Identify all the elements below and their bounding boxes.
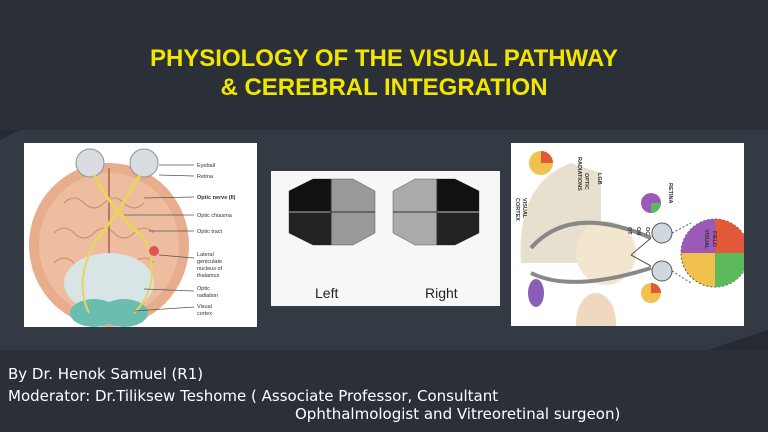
label-lgb: LGB bbox=[596, 173, 602, 185]
pathway-schematic-figure: OPTIC RADIATIONS LGB VISUAL CORTEX OT ON… bbox=[511, 143, 744, 326]
label-cortex: CORTEX bbox=[514, 198, 520, 221]
label-optic-radiation-1: Optic bbox=[197, 286, 210, 292]
label-radiations: RADIATIONS bbox=[576, 157, 582, 191]
label-optic-chiasma: Optic chiasma bbox=[197, 213, 233, 219]
label-visual-cortex-2: cortex bbox=[197, 311, 212, 317]
right-eye-label: Right bbox=[425, 285, 458, 301]
label-lgn-3: nucleus of bbox=[197, 266, 223, 272]
visual-field-figure: Left Right bbox=[271, 171, 500, 306]
moderator-line-2: Ophthalmologist and Vitreoretinal surgeo… bbox=[295, 405, 621, 423]
label-eyeball: Eyeball bbox=[197, 163, 215, 169]
label-optic-nerve: Optic nerve (II) bbox=[197, 195, 236, 201]
label-lgn-4: thalamus bbox=[197, 273, 220, 279]
label-retina: Retina bbox=[197, 174, 214, 180]
label-visual: VISUAL bbox=[521, 198, 527, 219]
label-visual-field-1: VISUAL bbox=[703, 229, 709, 250]
brain-pathway-figure: Eyeball Retina Optic nerve (II) Optic ch… bbox=[24, 143, 257, 327]
left-eye-label: Left bbox=[315, 285, 338, 301]
title-line-2: & CEREBRAL INTEGRATION bbox=[220, 74, 548, 101]
author-line: By Dr. Henok Samuel (R1) bbox=[8, 365, 204, 383]
visual-field-plots: Left Right bbox=[271, 171, 500, 306]
label-oc: OC bbox=[644, 227, 650, 235]
label-on: ON bbox=[635, 227, 641, 235]
moderator-line-1: Moderator: Dr.Tiliksew Teshome ( Associa… bbox=[8, 387, 499, 405]
label-ot: OT bbox=[626, 227, 632, 235]
pathway-schematic-illustration: OPTIC RADIATIONS LGB VISUAL CORTEX OT ON… bbox=[511, 143, 744, 326]
label-optic: OPTIC bbox=[583, 173, 589, 190]
band-corner-right bbox=[708, 330, 768, 350]
band-corner-left bbox=[0, 130, 20, 140]
slide-title: PHYSIOLOGY OF THE VISUAL PATHWAY & CEREB… bbox=[0, 44, 768, 102]
label-retina: RETINA bbox=[667, 183, 673, 204]
label-lgn-2: geniculate bbox=[197, 259, 222, 265]
label-lgn-1: Lateral bbox=[197, 252, 214, 258]
label-visual-cortex-1: Visual bbox=[197, 304, 212, 310]
title-line-1: PHYSIOLOGY OF THE VISUAL PATHWAY bbox=[149, 45, 619, 72]
label-optic-radiation-2: radiation bbox=[197, 293, 218, 299]
brain-pathway-illustration: Eyeball Retina Optic nerve (II) Optic ch… bbox=[29, 148, 236, 327]
label-optic-tract: Optic tract bbox=[197, 229, 223, 235]
label-visual-field-2: FIELD bbox=[711, 231, 717, 247]
